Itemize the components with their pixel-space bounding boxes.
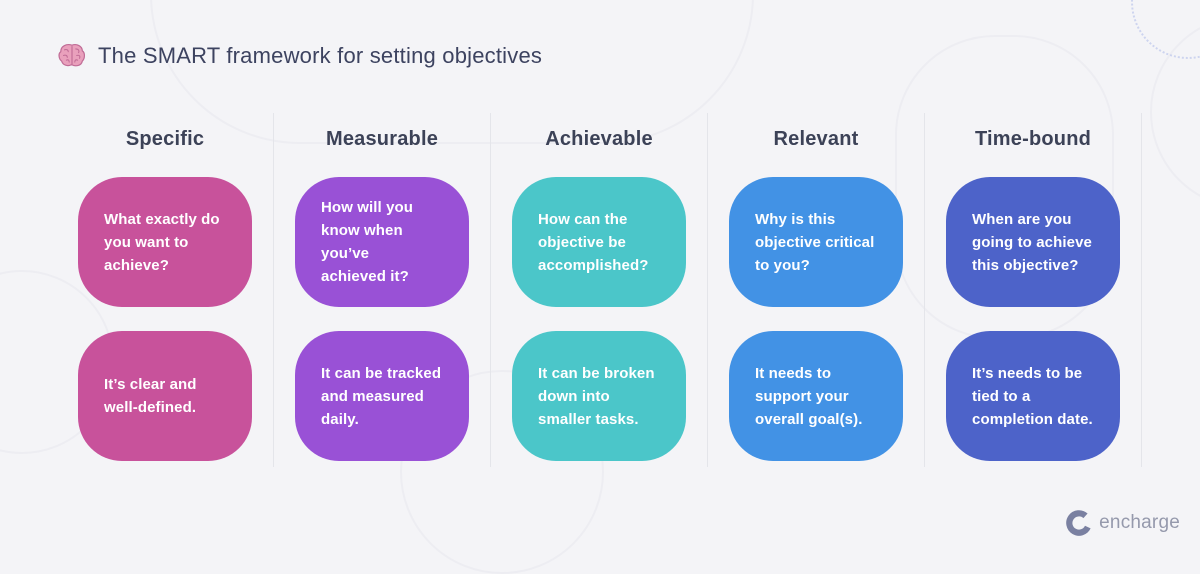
brain-icon	[58, 44, 86, 67]
column-header: Relevant	[773, 128, 859, 150]
smart-column-achievable: Achievable How can the objective be acco…	[491, 113, 708, 467]
encharge-logo-text: encharge	[1099, 512, 1180, 533]
question-card: When are you going to achieve this objec…	[946, 177, 1120, 307]
question-card: How will you know when you’ve achieved i…	[295, 177, 469, 307]
background-circle-outline	[1150, 15, 1200, 209]
column-header: Time-bound	[974, 128, 1092, 150]
statement-card: It can be tracked and measured daily.	[295, 331, 469, 461]
page-header: The SMART framework for setting objectiv…	[57, 42, 542, 69]
question-card: How can the objective be accomplished?	[512, 177, 686, 307]
question-card: What exactly do you want to achieve?	[78, 177, 252, 307]
smart-column-specific: Specific What exactly do you want to ach…	[57, 113, 274, 467]
smart-column-time-bound: Time-bound When are you going to achieve…	[925, 113, 1142, 467]
encharge-logo: encharge	[1066, 510, 1180, 536]
smart-grid: Specific What exactly do you want to ach…	[57, 113, 1142, 467]
encharge-logo-icon	[1066, 510, 1091, 536]
smart-column-measurable: Measurable How will you know when you’ve…	[274, 113, 491, 467]
column-header: Measurable	[325, 128, 439, 150]
statement-card: It can be broken down into smaller tasks…	[512, 331, 686, 461]
statement-card: It’s clear and well-defined.	[78, 331, 252, 461]
column-header: Achievable	[545, 128, 653, 150]
statement-card: It needs to support your overall goal(s)…	[729, 331, 903, 461]
question-card: Why is this objective critical to you?	[729, 177, 903, 307]
smart-column-relevant: Relevant Why is this objective critical …	[708, 113, 925, 467]
column-header: Specific	[125, 128, 205, 150]
page-title: The SMART framework for setting objectiv…	[98, 42, 543, 68]
statement-card: It’s needs to be tied to a completion da…	[946, 331, 1120, 461]
background-dotted-arc	[1131, 0, 1200, 59]
